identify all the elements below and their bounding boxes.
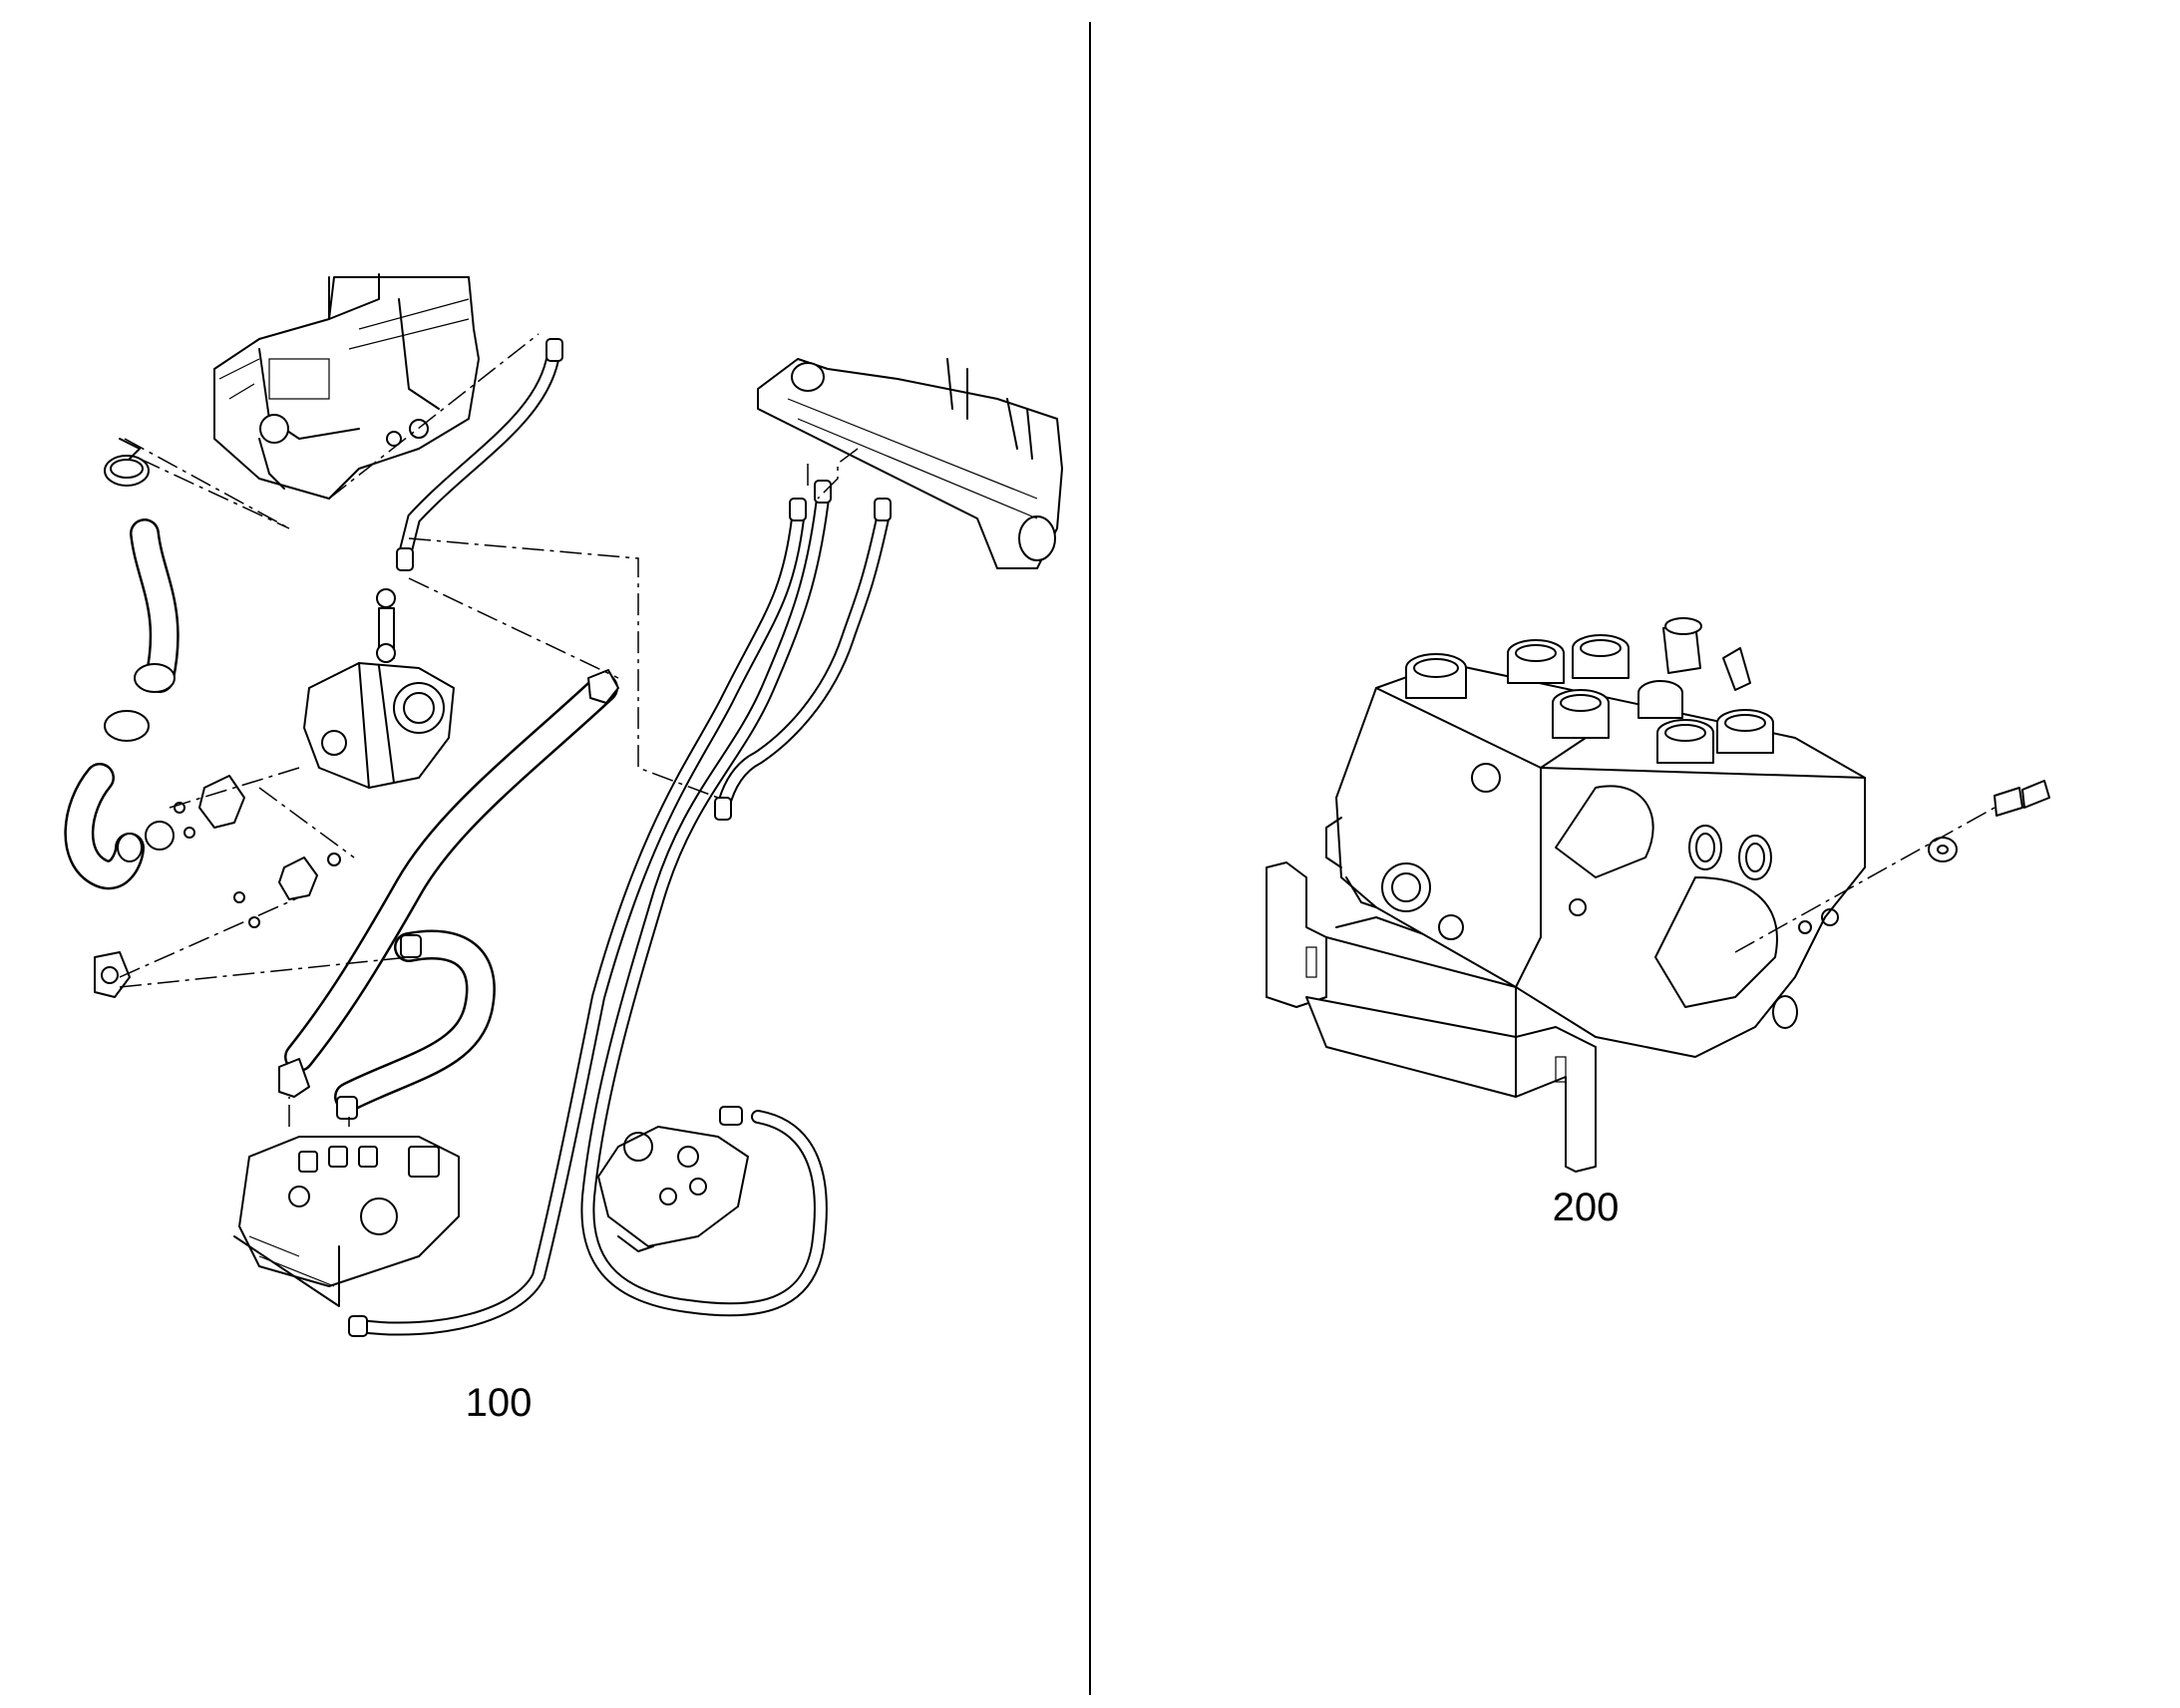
hose-clamp-upper bbox=[104, 438, 150, 487]
valve-body bbox=[1325, 662, 1866, 1058]
view-label-100: 100 bbox=[466, 1381, 533, 1425]
washer bbox=[1928, 837, 1958, 862]
port-fitting-8 bbox=[1716, 709, 1774, 754]
port-fitting-1 bbox=[1405, 653, 1467, 699]
priority-valve-block bbox=[597, 1126, 749, 1252]
side-port-fitting-b bbox=[1738, 835, 1772, 880]
control-valve-view-200: 200 bbox=[1266, 617, 2050, 1229]
side-port-fitting-a bbox=[1688, 825, 1722, 870]
main-pressure-hose bbox=[278, 669, 619, 1098]
cross-member-bracket bbox=[757, 358, 1063, 569]
hydraulic-assembly-view-100: 100 bbox=[64, 273, 1063, 1425]
control-valve-block bbox=[233, 1136, 460, 1307]
port-fitting-9 bbox=[1722, 647, 1751, 691]
return-hose bbox=[334, 929, 496, 1120]
valve-port-fittings bbox=[1405, 617, 1798, 1029]
assembly-lines-left bbox=[119, 333, 859, 1127]
bolt bbox=[1994, 780, 2050, 817]
side-port-fitting-c bbox=[1772, 995, 1798, 1029]
port-fitting-7 bbox=[1656, 719, 1714, 764]
bolt-assembly-line bbox=[1734, 807, 1996, 953]
pressure-hose-upper bbox=[396, 338, 563, 571]
port-fitting-6 bbox=[1637, 680, 1683, 719]
port-fitting-5 bbox=[1552, 689, 1610, 739]
hydraulic-tank-assembly bbox=[213, 273, 480, 500]
valve-mounting-bracket bbox=[1266, 861, 1597, 1173]
port-fitting-4 bbox=[1662, 617, 1702, 674]
view-label-200: 200 bbox=[1553, 1186, 1620, 1229]
suction-hose bbox=[64, 518, 180, 890]
port-fitting-2 bbox=[1507, 639, 1565, 684]
port-fitting-3 bbox=[1572, 634, 1630, 679]
hydraulic-pump bbox=[303, 588, 455, 789]
steering-hoses bbox=[348, 480, 892, 1337]
